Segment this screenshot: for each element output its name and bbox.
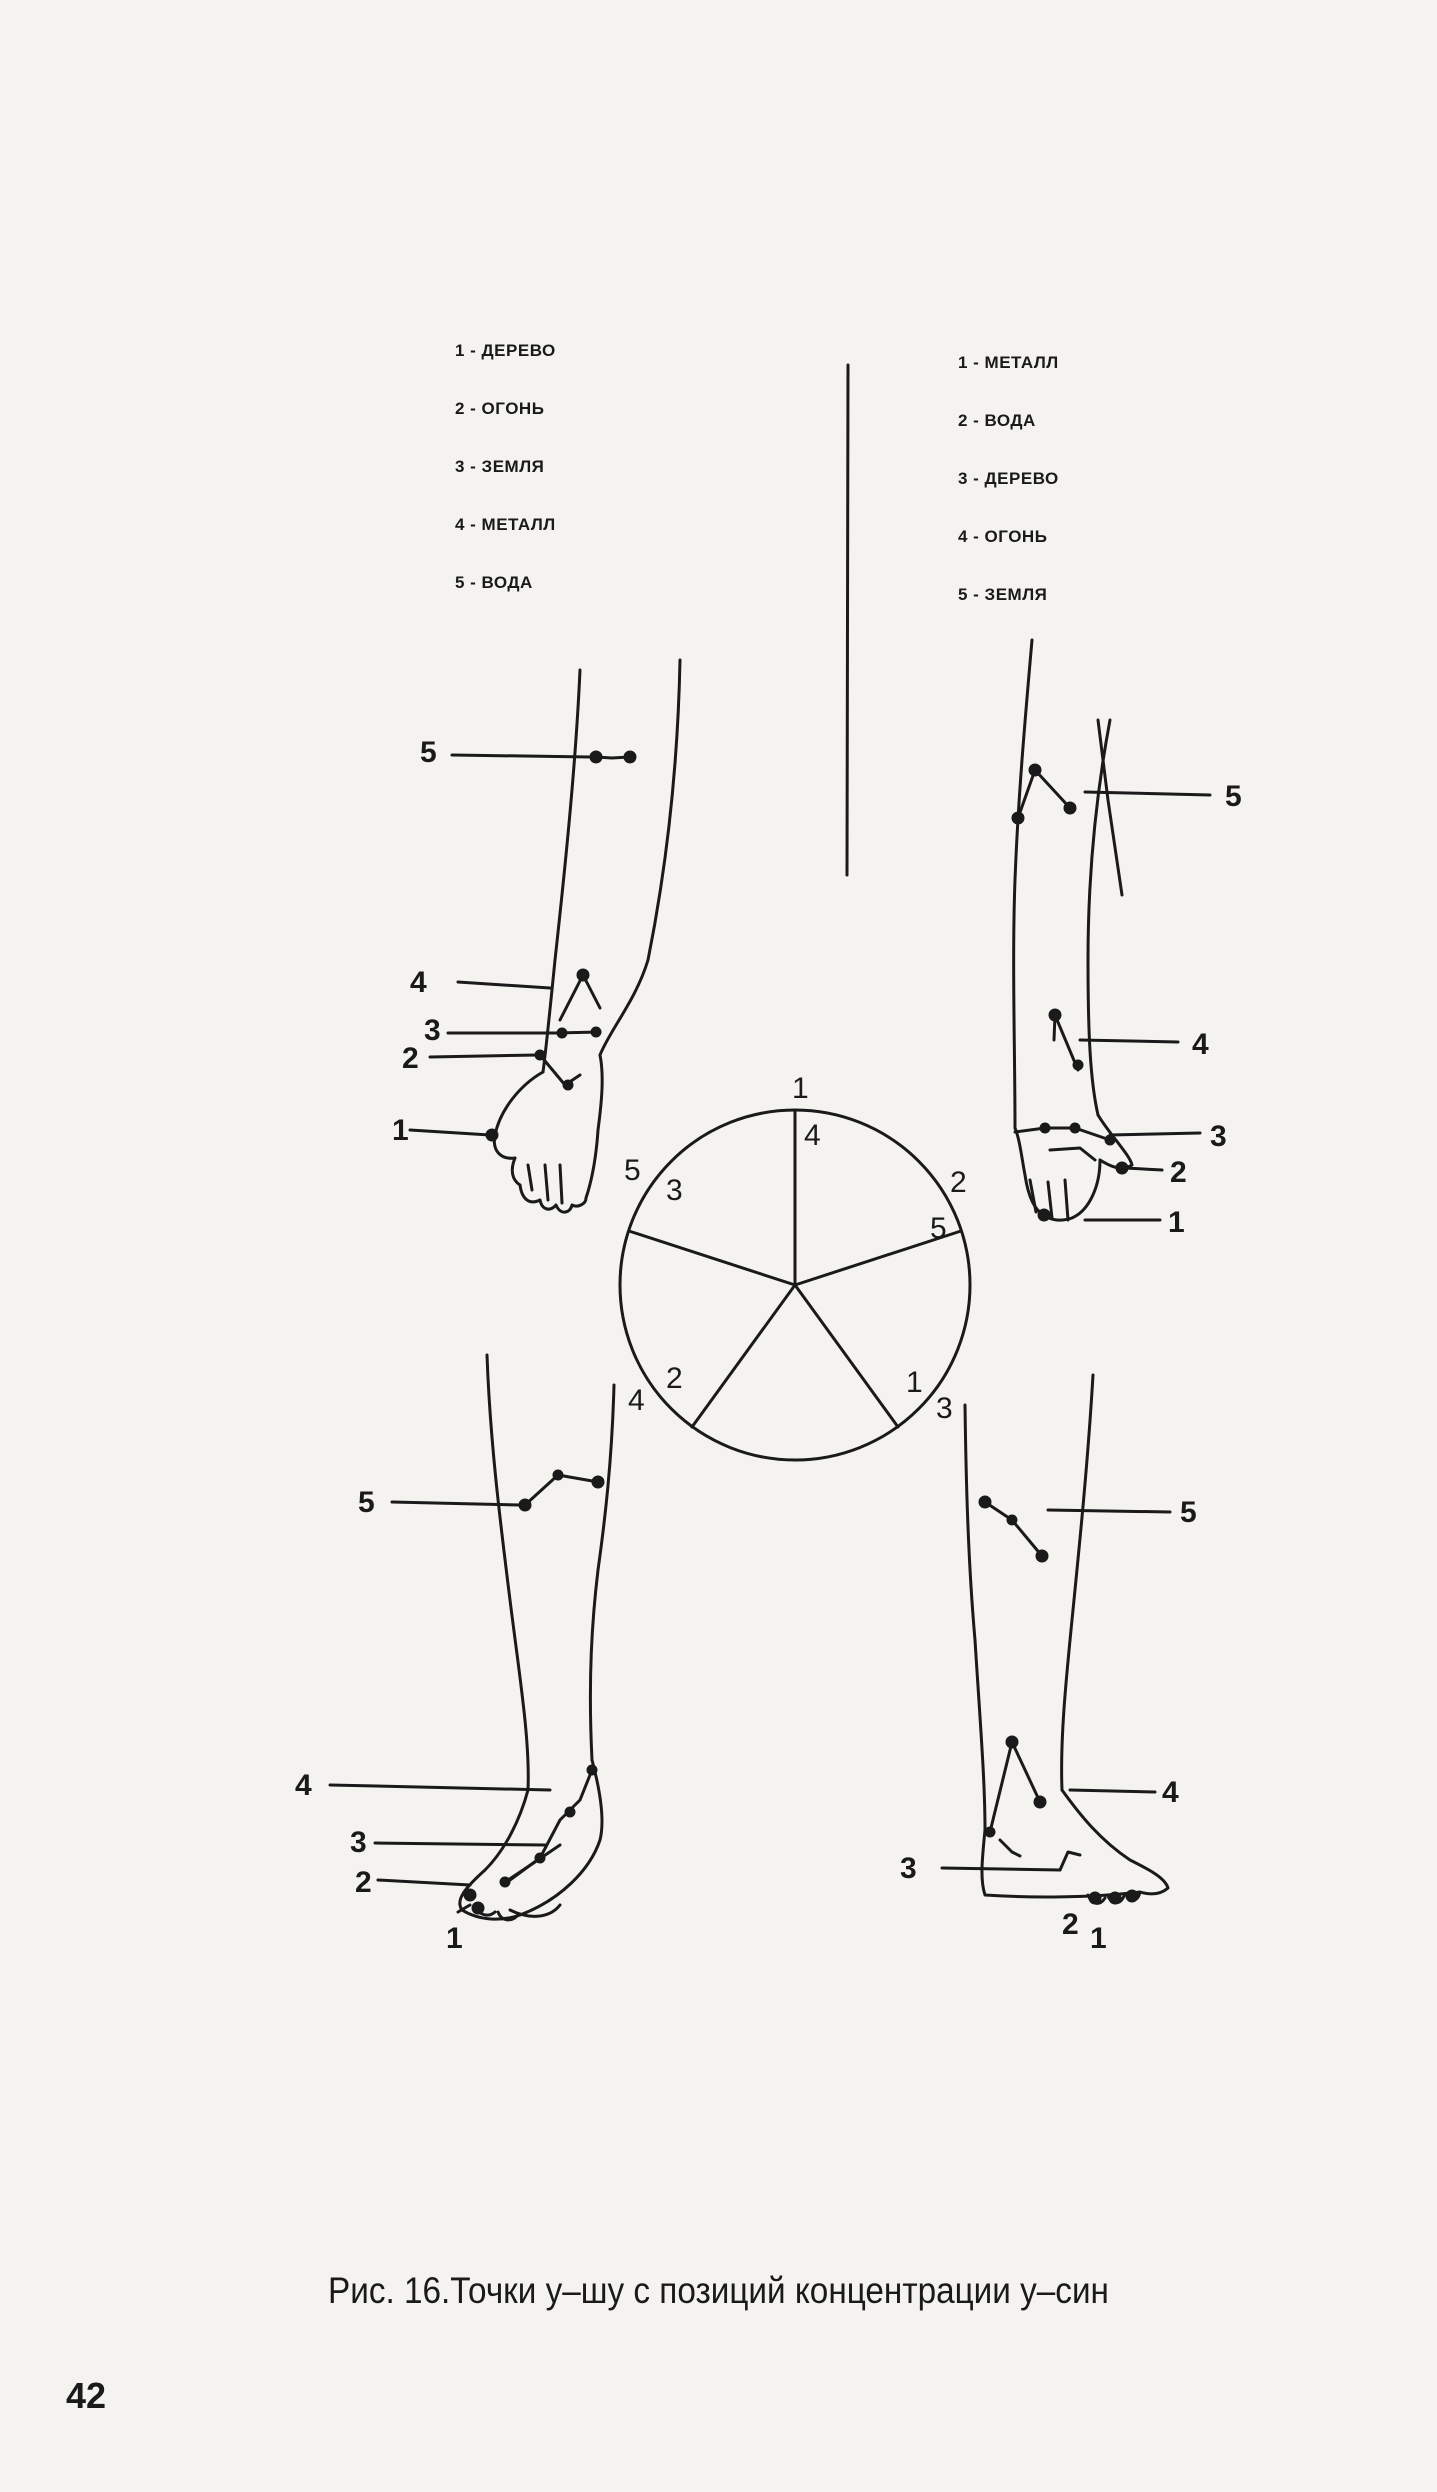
left-leg-labels: 5 4 3 2 1 xyxy=(295,1486,463,1955)
divider-line xyxy=(845,363,850,877)
left-arm-labels: 5 4 3 2 1 xyxy=(392,736,441,1147)
right-arm-label: 3 xyxy=(1210,1120,1227,1153)
left-leg-label: 4 xyxy=(295,1769,312,1802)
right-arm xyxy=(1011,638,1212,1222)
right-arm-label: 2 xyxy=(1170,1156,1187,1189)
left-leg-label: 1 xyxy=(446,1922,463,1955)
legend-right-item: 5 - ЗЕМЛЯ xyxy=(958,585,1048,604)
left-arm-label: 1 xyxy=(392,1114,409,1147)
right-arm-label: 5 xyxy=(1225,780,1242,813)
legend-left-item: 2 - ОГОНЬ xyxy=(455,399,545,418)
wheel-inner-label: 3 xyxy=(666,1174,683,1207)
wheel-inner-label: 4 xyxy=(804,1119,821,1152)
left-arm-label: 5 xyxy=(420,736,437,769)
left-leg-label: 5 xyxy=(358,1486,375,1519)
legend-left-item: 3 - ЗЕМЛЯ xyxy=(455,457,545,476)
legend-right: 1 - МЕТАЛЛ 2 - ВОДА 3 - ДЕРЕВО 4 - ОГОНЬ… xyxy=(958,334,1059,624)
right-leg xyxy=(940,1373,1172,1905)
left-arm xyxy=(408,658,682,1214)
wheel-labels: 1 2 3 4 5 4 5 1 2 3 xyxy=(624,1072,967,1425)
right-arm-labels: 5 4 3 2 1 xyxy=(1168,780,1242,1239)
wheel-inner-label: 2 xyxy=(666,1362,683,1395)
wheel-outer-label: 1 xyxy=(792,1072,809,1105)
legend-right-item: 3 - ДЕРЕВО xyxy=(958,469,1059,488)
wheel-outer-label: 3 xyxy=(936,1392,953,1425)
right-leg-label: 4 xyxy=(1162,1776,1179,1809)
legend-left: 1 - ДЕРЕВО 2 - ОГОНЬ 3 - ЗЕМЛЯ 4 - МЕТАЛ… xyxy=(455,322,556,612)
wheel-inner-label: 1 xyxy=(906,1366,923,1399)
legend-right-item: 4 - ОГОНЬ xyxy=(958,527,1048,546)
five-element-wheel xyxy=(618,1108,972,1462)
wheel-outer-label: 5 xyxy=(624,1154,641,1187)
left-arm-label: 2 xyxy=(402,1042,419,1075)
figure-caption: Рис. 16.Точки у–шу с позиций концентраци… xyxy=(328,2270,1109,2311)
left-leg-label: 3 xyxy=(350,1826,367,1859)
right-arm-label: 4 xyxy=(1192,1028,1209,1061)
legend-right-item: 1 - МЕТАЛЛ xyxy=(958,353,1059,372)
legend-right-item: 2 - ВОДА xyxy=(958,411,1036,430)
legend-left-item: 1 - ДЕРЕВО xyxy=(455,341,556,360)
wheel-inner-label: 5 xyxy=(930,1212,947,1245)
right-arm-label: 1 xyxy=(1168,1206,1185,1239)
left-arm-label: 4 xyxy=(410,966,427,999)
legend-left-item: 5 - ВОДА xyxy=(455,573,533,592)
page-number: 42 xyxy=(66,2375,107,2416)
right-leg-label: 2 xyxy=(1062,1908,1079,1941)
right-leg-label: 3 xyxy=(900,1852,917,1885)
right-leg-labels: 5 4 3 2 1 xyxy=(900,1496,1197,1955)
left-arm-label: 3 xyxy=(424,1014,441,1047)
right-leg-label: 1 xyxy=(1090,1922,1107,1955)
wheel-outer-label: 2 xyxy=(950,1166,967,1199)
legend-left-item: 4 - МЕТАЛЛ xyxy=(455,515,556,534)
left-leg-label: 2 xyxy=(355,1866,372,1899)
left-leg xyxy=(328,1353,616,1922)
wheel-outer-label: 4 xyxy=(628,1384,645,1417)
right-leg-label: 5 xyxy=(1180,1496,1197,1529)
